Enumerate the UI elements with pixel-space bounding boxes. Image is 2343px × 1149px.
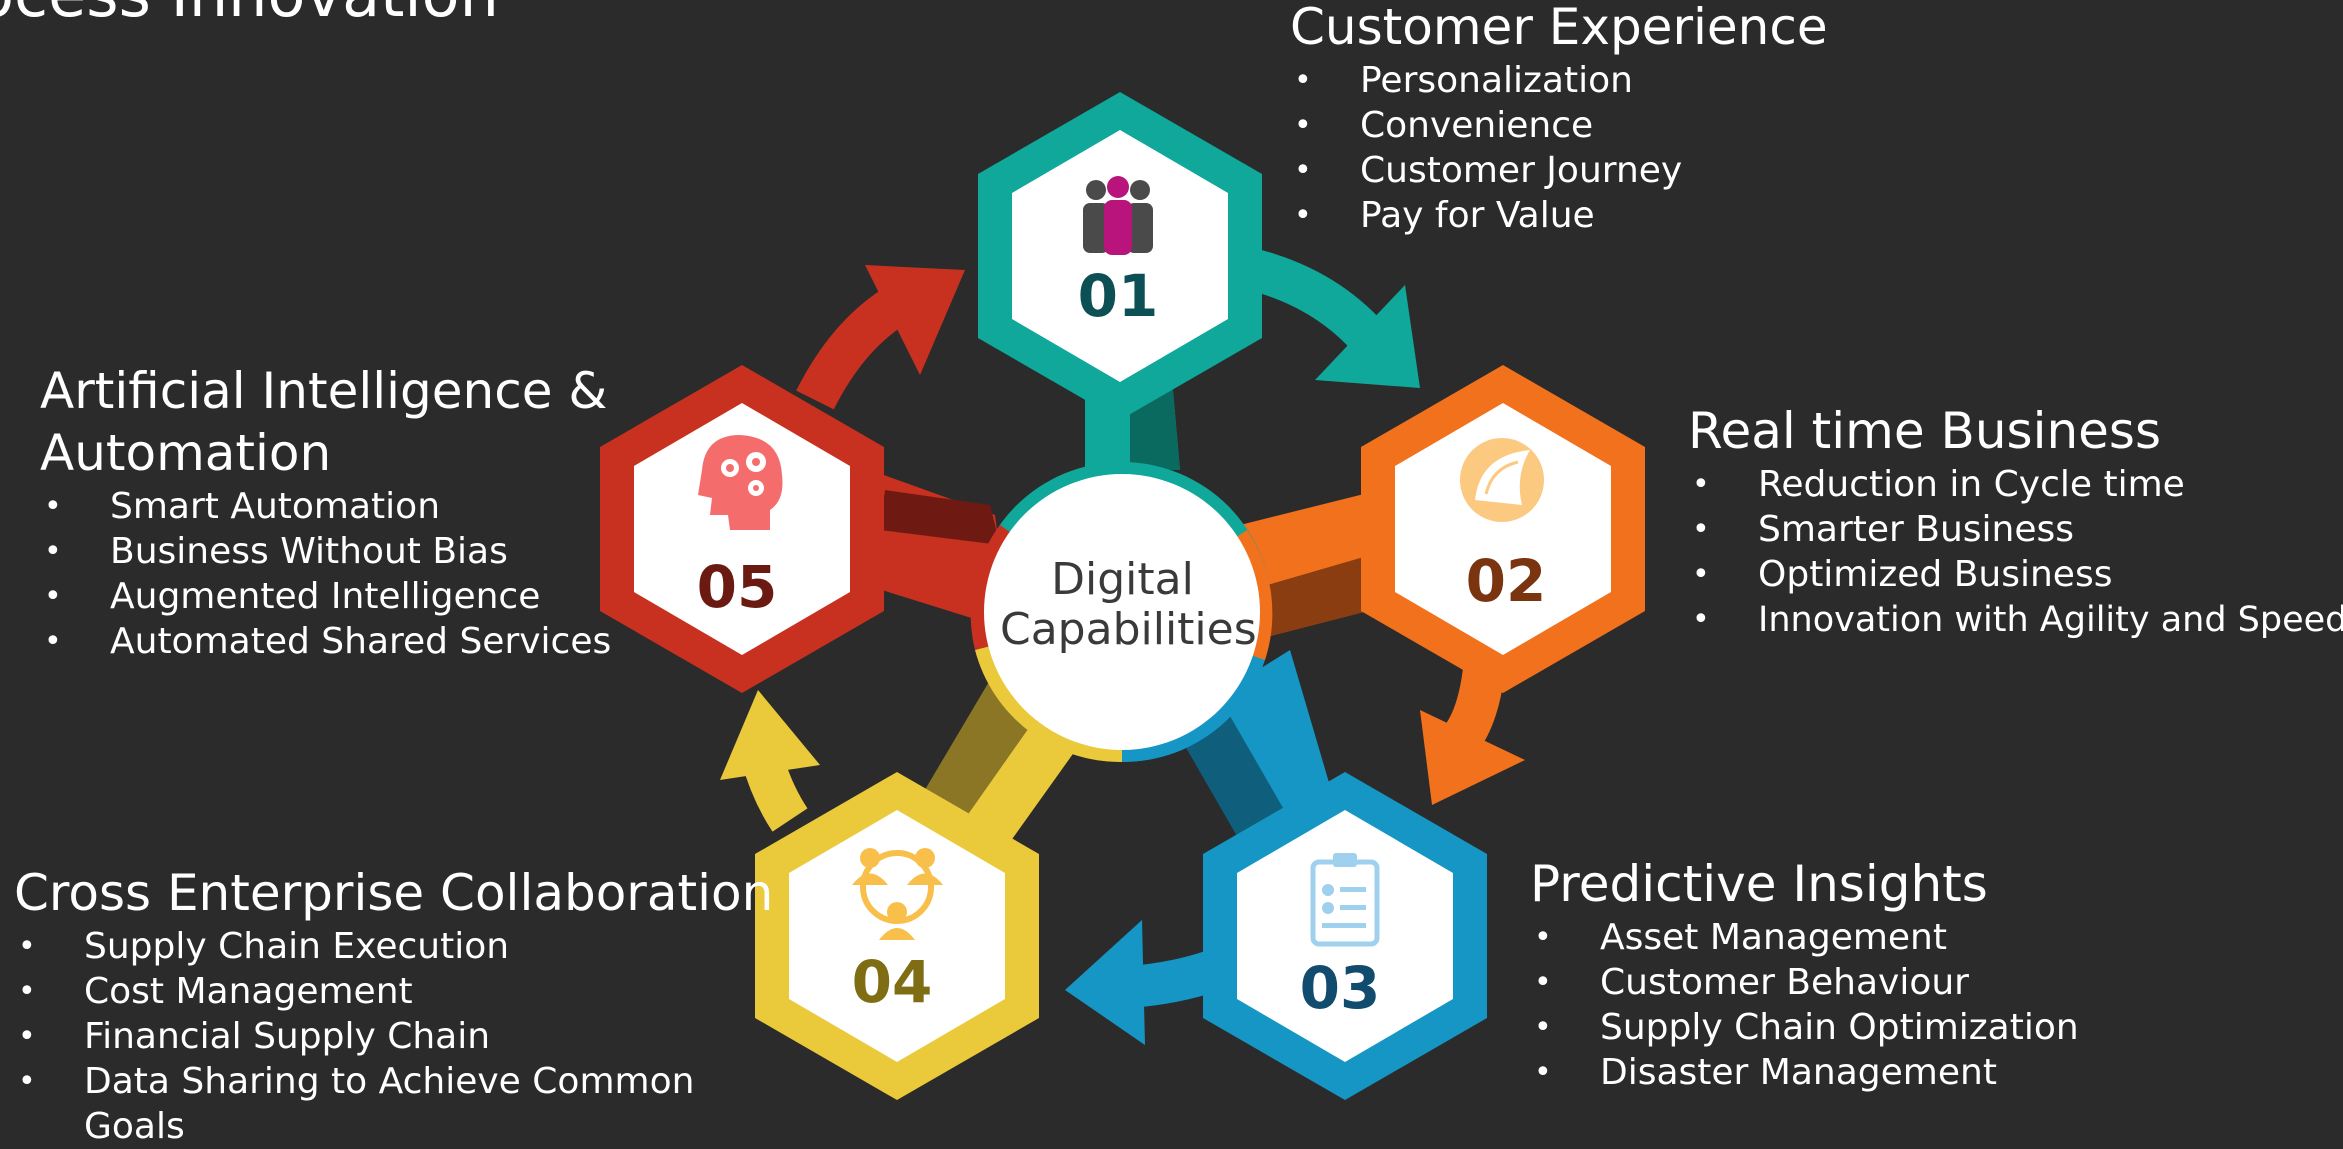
list-item-label: Business Without Bias [110,531,508,572]
collaboration-people-icon [852,848,943,940]
list-item: •Smarter Business [1692,509,2075,550]
list-item-label: Cost Management [84,971,413,1012]
capability-cross-enterprise-collaboration: Cross Enterprise Collaboration •Supply C… [14,862,773,1149]
capability-title: Cross Enterprise Collaboration [14,864,774,922]
node-number-04: 04 [851,948,933,1016]
capability-title: Real time Business [1688,402,2162,460]
capability-title: Predictive Insights [1530,855,1988,913]
center-label: Digital Capabilities [1000,554,1257,655]
list-item: •Supply Chain Optimization [1534,1007,2079,1048]
node-number-05: 05 [696,553,778,621]
list-item-label: Data Sharing to Achieve Common [84,1061,695,1102]
list-item-label: Innovation with Agility and Speed [1758,600,2343,640]
capability-real-time-business: Real time Business •Reduction in Cycle t… [1688,400,2343,643]
capability-list: •Asset Management •Customer Behaviour •S… [1530,915,2079,1095]
arrow-01-to-02-head [1315,285,1420,388]
list-item: •Augmented Intelligence [44,576,541,617]
list-item: •Pay for Value [1294,195,1595,236]
capability-list: •Smart Automation •Business Without Bias… [40,484,611,664]
center-label-line2: Capabilities [1000,604,1257,655]
list-item: •Innovation with Agility and Speed [1688,597,2343,643]
radar-icon [1460,438,1544,522]
node-number-01: 01 [1077,262,1159,330]
list-item: •Asset Management [1534,917,1947,958]
list-item: •Financial Supply Chain [18,1016,491,1057]
arrow-05-to-01-head [865,265,965,375]
list-item-label: Automated Shared Services [110,621,612,662]
arrow-03-to-04-head [1065,920,1145,1045]
capability-title: Customer Experience [1290,0,1828,56]
list-item: •Customer Journey [1294,150,1683,191]
list-item-label: Goals [84,1106,185,1147]
capability-customer-experience: Customer Experience •Personalization •Co… [1290,0,1828,238]
list-item-label: Customer Behaviour [1600,962,1969,1003]
list-item: •Smart Automation [44,486,441,527]
team-icon [1083,176,1153,255]
list-item: •Disaster Management [1534,1052,1997,1093]
capability-list: •Supply Chain Execution •Cost Management… [14,924,773,1149]
cycle-arrows [720,249,1525,1045]
list-item: •Supply Chain Execution [18,926,510,967]
list-item-label: Convenience [1360,105,1594,146]
list-item-label: Reduction in Cycle time [1758,464,2185,505]
spoke-red-shadow [880,490,1000,545]
list-item: •Optimized Business [1692,554,2113,595]
list-item-label: Optimized Business [1758,554,2113,595]
list-item-label: Pay for Value [1360,195,1595,236]
capability-ai-automation: Artificial Intelligence & Automation •Sm… [40,360,611,664]
list-item-label: Personalization [1360,60,1633,101]
central-hub [970,462,1273,763]
list-item-label: Supply Chain Optimization [1600,1007,2079,1048]
node-number-02: 02 [1465,547,1547,615]
head-gears-icon [698,435,783,530]
list-item: Goals [14,1104,773,1149]
clipboard-checklist-icon [1310,853,1380,947]
list-item: •Convenience [1294,105,1594,146]
capability-title-line1: Artificial Intelligence & [40,362,608,420]
hexagon-02 [1361,365,1645,693]
capability-list: •Personalization •Convenience •Customer … [1290,58,1828,238]
list-item: •Cost Management [18,971,413,1012]
list-item-label: Asset Management [1600,917,1947,958]
list-item: •Automated Shared Services [44,621,612,662]
hexagon-01 [978,92,1262,420]
list-item: •Personalization [1294,60,1633,101]
list-item: •Reduction in Cycle time [1692,464,2185,505]
list-item: •Customer Behaviour [1534,962,1969,1003]
list-item: •Business Without Bias [44,531,508,572]
list-item-label: Financial Supply Chain [84,1016,491,1057]
list-item-label: Smarter Business [1758,509,2075,550]
list-item-label: Customer Journey [1360,150,1683,191]
node-number-03: 03 [1299,954,1381,1022]
arrow-02-to-03-head [1420,710,1525,805]
capability-list: •Reduction in Cycle time •Smarter Busine… [1688,462,2343,643]
slide-title: rocess Innovation [0,0,499,30]
list-item: •Data Sharing to Achieve Common [18,1061,695,1102]
list-item-label: Augmented Intelligence [110,576,541,617]
list-item-label: Disaster Management [1600,1052,1997,1093]
arrow-01-to-02 [1249,249,1392,359]
arrow-04-to-05-head [720,690,820,780]
capability-predictive-insights: Predictive Insights •Asset Management •C… [1530,853,2079,1095]
center-label-line1: Digital [1051,554,1194,605]
capability-title-line2: Automation [40,424,332,482]
list-item-label: Smart Automation [110,486,441,527]
list-item-label: Supply Chain Execution [84,926,510,967]
